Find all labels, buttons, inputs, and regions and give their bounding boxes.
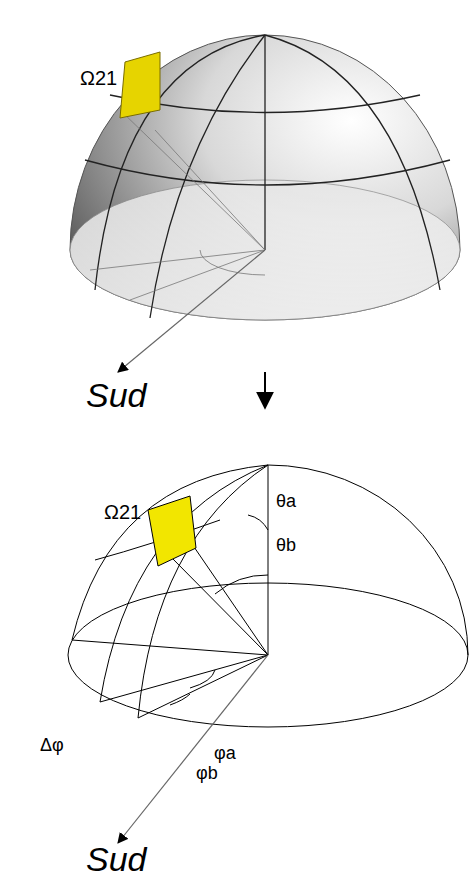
solid-angle-patch [148,496,196,566]
phi-arc [190,670,215,688]
patch-label: Ω21 [104,502,141,522]
radial-line [170,556,268,655]
solid-angle-patch [120,52,160,118]
direction-label: Sud [86,378,147,412]
direction-label: Sud [86,842,147,876]
azimuth-line [100,655,268,702]
meridian-arc [100,465,268,702]
angle-label: φa [214,744,236,762]
angle-label: Δφ [40,736,64,754]
transition-arrow [264,372,266,408]
south-arrow [118,655,268,843]
theta-arc [215,575,268,594]
angle-label: θb [276,536,296,554]
shaded-hemisphere [70,35,460,372]
wireframe-hemisphere [68,465,468,727]
phi-arc [170,694,190,705]
dome [70,35,460,320]
meridian-arc [268,465,468,655]
patch-label: Ω21 [80,68,117,88]
azimuth-line [72,640,268,655]
theta-arc [248,515,268,530]
zenith-line [268,465,269,655]
angle-label: θa [276,492,296,510]
grid-lines [85,35,450,318]
azimuth-line [138,655,268,718]
meridian-arc [72,465,268,640]
south-arrow [118,250,265,372]
angle-label: φb [196,764,218,782]
